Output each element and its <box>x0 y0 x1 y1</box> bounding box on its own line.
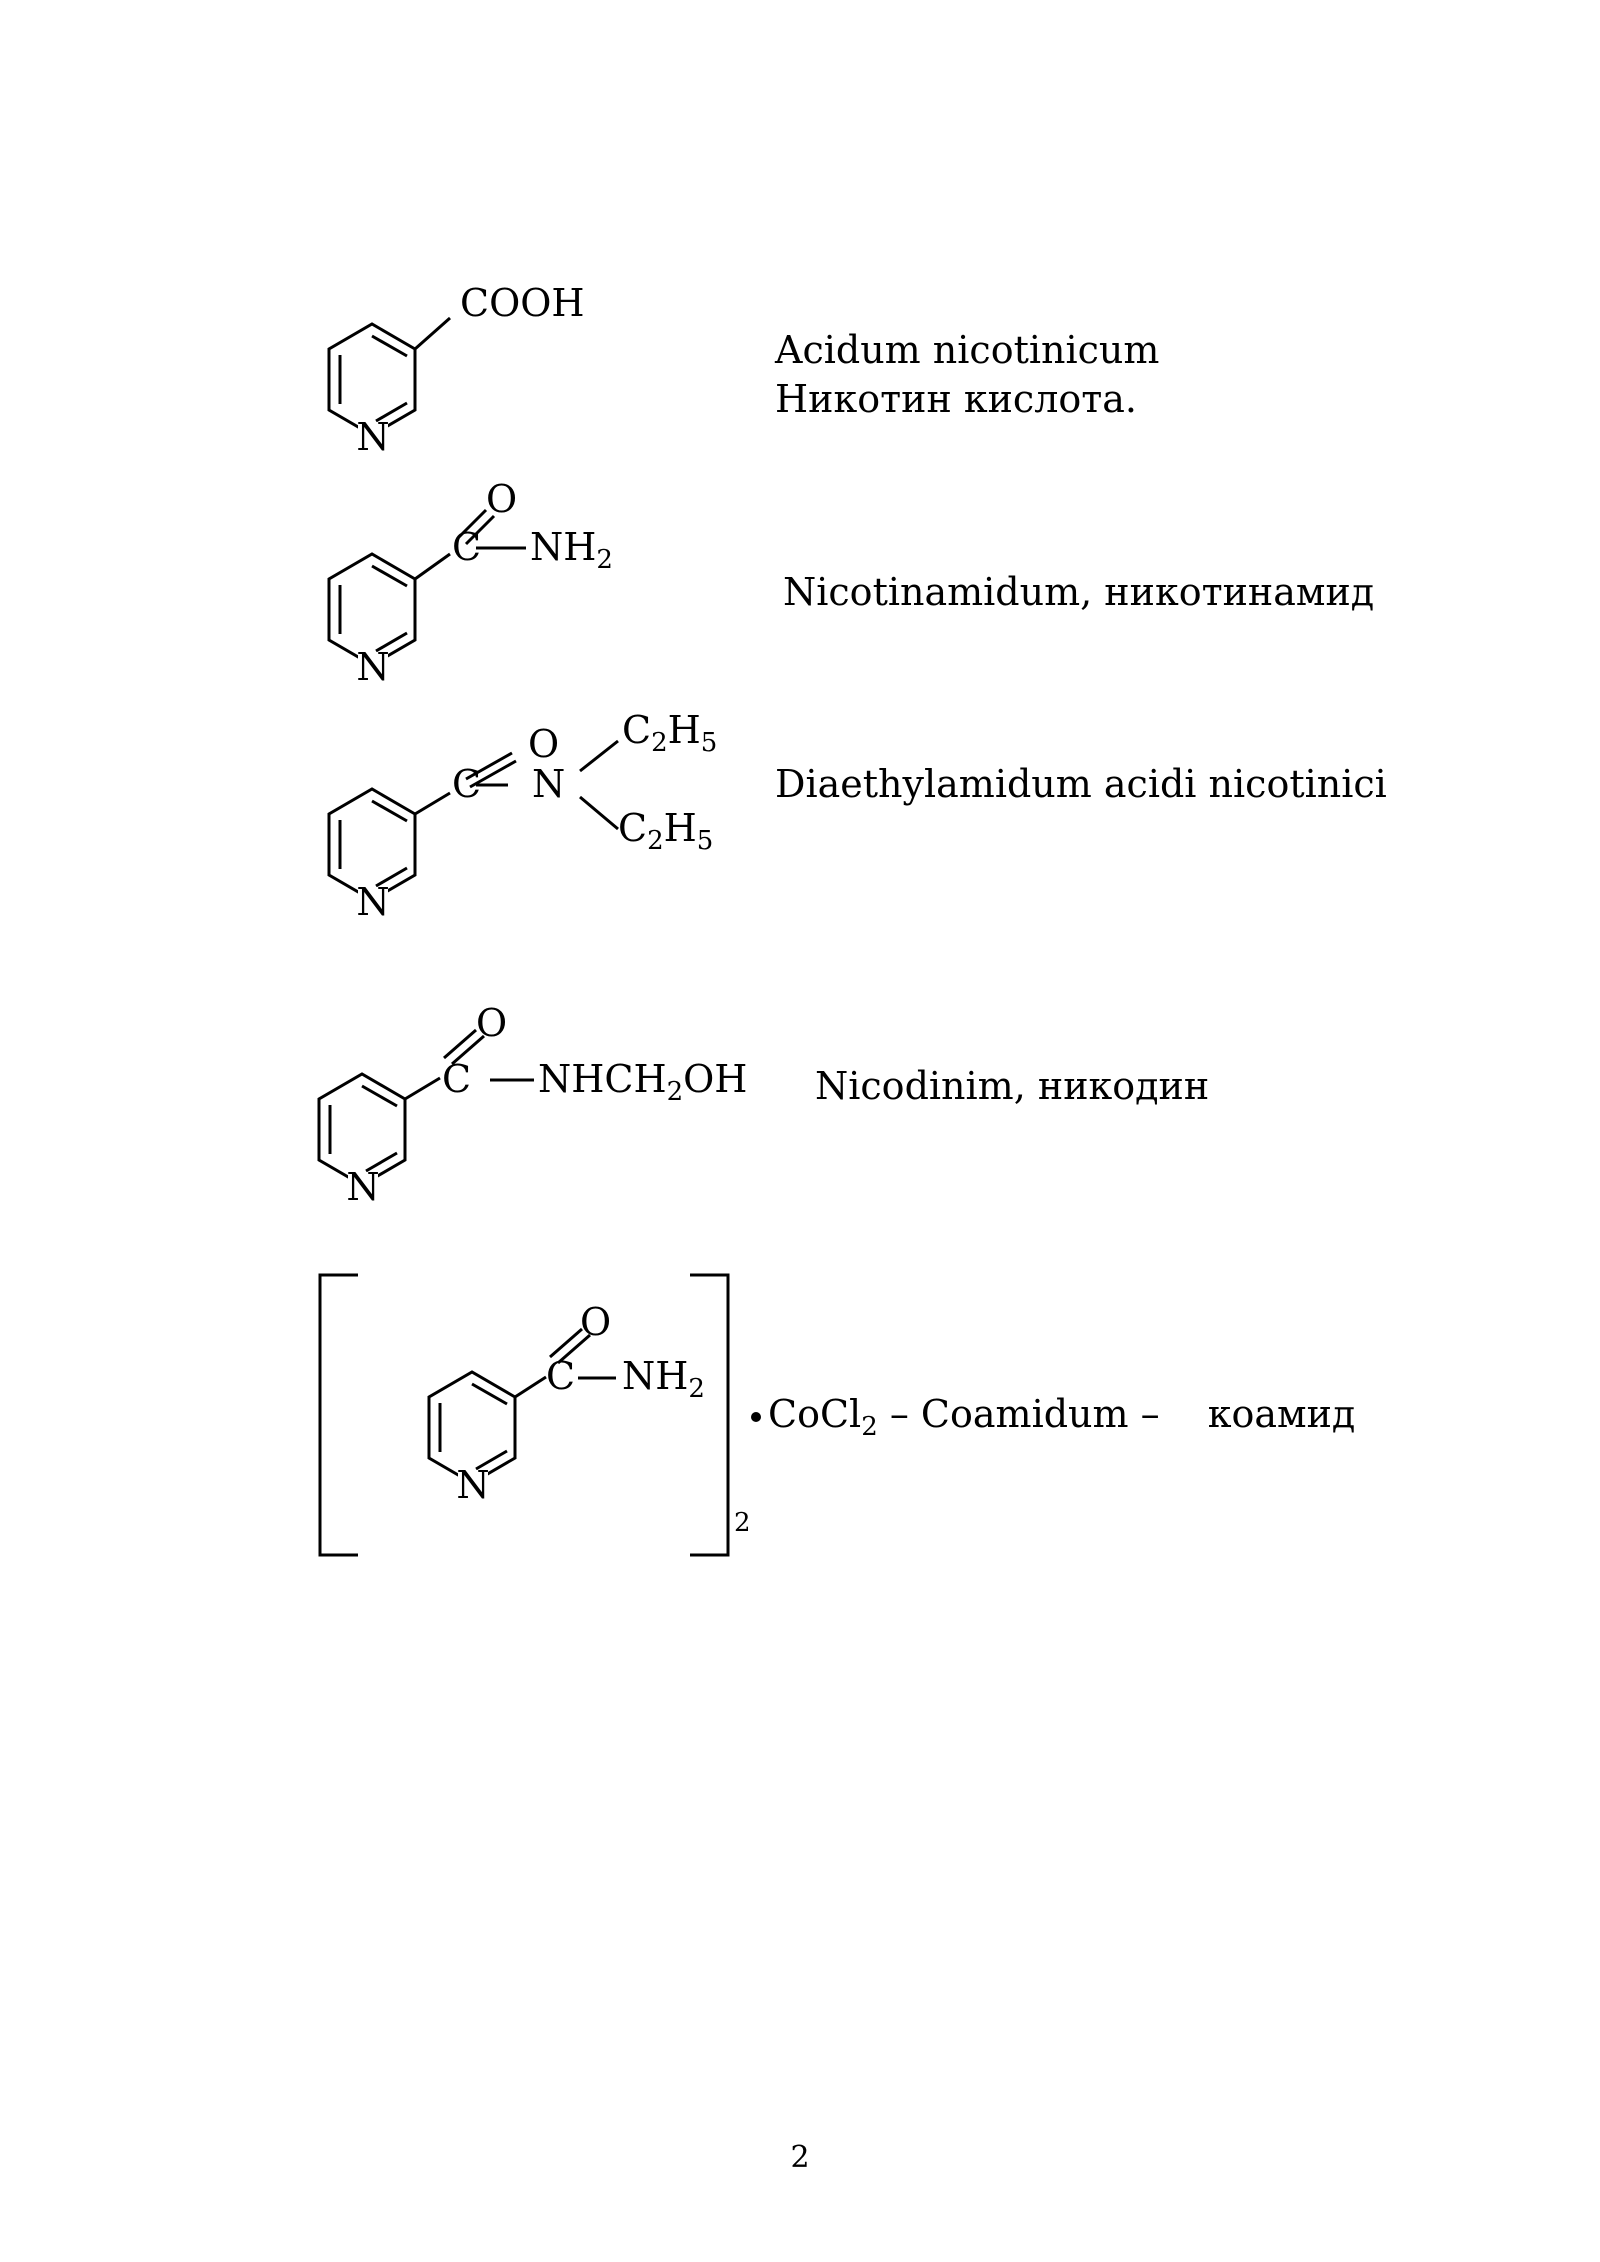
ethyl-group-bottom: C2H5 <box>618 806 713 856</box>
ring-nitrogen: N <box>346 1165 379 1209</box>
structure-nicotinamide: N C O NH2 <box>327 477 613 689</box>
ring-nitrogen: N <box>356 415 389 459</box>
compound-name: Diaethylamidum acidi nicotinici <box>775 762 1387 806</box>
latin-name: Coamidum <box>920 1392 1129 1436</box>
right-bracket <box>690 1273 730 1557</box>
carbonyl-oxygen: O <box>476 1001 507 1045</box>
ring-nitrogen: N <box>356 880 389 924</box>
dash: – <box>889 1392 909 1436</box>
compound-name-latin: Acidum nicotinicum <box>775 328 1160 372</box>
carboxyl-group: COOH <box>460 281 585 325</box>
cyrillic-name: коамид <box>1207 1392 1356 1436</box>
carbonyl-carbon: C <box>546 1354 575 1398</box>
structure-nicotinic-acid: N COOH <box>327 281 585 459</box>
carbonyl-oxygen: O <box>486 477 517 521</box>
dash: – <box>1140 1392 1160 1436</box>
amide-nitrogen: N <box>532 762 565 806</box>
structure-coamide-complex: N C O NH2 2 <box>318 1273 761 1557</box>
bracket-subscript: 2 <box>734 1508 751 1538</box>
ethyl-group-top: C2H5 <box>622 708 717 758</box>
carbonyl-oxygen: O <box>528 722 559 766</box>
carbonyl-oxygen: O <box>580 1300 611 1344</box>
compound-name: Nicotinamidum, никотинамид <box>783 570 1375 614</box>
page-number: 2 <box>790 2140 810 2175</box>
carbonyl-carbon: C <box>442 1057 471 1101</box>
carbonyl-carbon: C <box>452 762 481 806</box>
ring-nitrogen: N <box>456 1463 489 1507</box>
compound-name-cyrillic: Никотин кислота. <box>775 377 1137 421</box>
salt-formula: CoCl2 <box>768 1392 878 1442</box>
structure-nicodin: N C O NHCH2OH <box>317 1001 747 1209</box>
structure-diethylamide: N C O N C2H5 C2H5 <box>327 708 717 924</box>
amide-group: NH2 <box>530 525 613 575</box>
left-bracket <box>318 1273 358 1557</box>
side-chain-group: NHCH2OH <box>538 1057 747 1107</box>
adduct-dot <box>751 1412 761 1422</box>
carbonyl-carbon: C <box>452 525 481 569</box>
coamide-formula: CoCl2 – Coamidum – коамид <box>768 1390 1355 1451</box>
compound-name: Nicodinim, никодин <box>815 1064 1210 1108</box>
amide-group: NH2 <box>622 1354 705 1404</box>
ring-nitrogen: N <box>356 645 389 689</box>
